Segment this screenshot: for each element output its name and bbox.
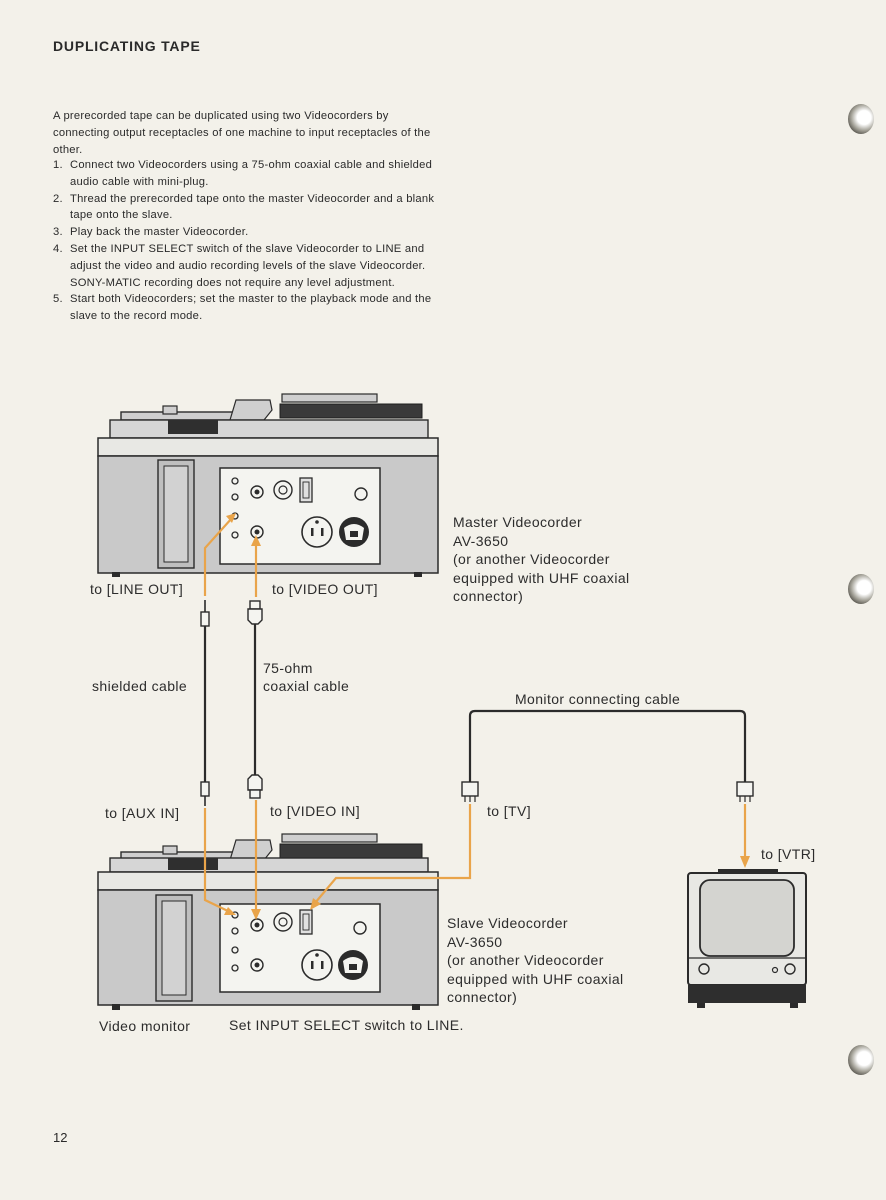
page-title: DUPLICATING TAPE — [53, 38, 201, 54]
step-number: 3. — [53, 226, 63, 239]
shielded-audio-cable — [200, 600, 210, 806]
step-text: Play back the master Videocorder. — [70, 226, 249, 239]
master-line: AV-3650 — [453, 532, 509, 549]
binder-hole-icon — [848, 104, 874, 134]
master-videocorder — [97, 393, 439, 577]
connection-arrows — [203, 513, 750, 920]
steps-list: 1. Connect two Videocorders using a 75-oh… — [53, 157, 448, 325]
label-aux-in: to [AUX IN] — [105, 805, 180, 821]
slave-videocorder — [97, 833, 439, 1010]
page-number: 12 — [53, 1130, 68, 1145]
step-item: 3. Play back the master Videocorder. — [53, 224, 448, 241]
step-text: Set the INPUT SELECT switch of the slave… — [70, 242, 426, 289]
step-item: 5. Start both Videocorders; set the maste… — [53, 291, 448, 325]
master-line: Master Videocorder — [453, 514, 583, 530]
slave-description: Slave Videocorder AV-3650 (or another Vi… — [447, 914, 624, 1007]
slave-line: Slave Videocorder — [447, 915, 568, 931]
step-text: Thread the prerecorded tape onto the mas… — [70, 192, 435, 222]
step-text: Connect two Videocorders using a 75-ohm … — [70, 159, 433, 188]
binder-hole-icon — [848, 1045, 874, 1075]
monitor-connecting-cable — [461, 709, 754, 802]
coaxial-cable — [247, 600, 263, 799]
step-item: 1. Connect two Videocorders using a 75-oh… — [53, 157, 448, 191]
slave-line: (or another Videocorder — [447, 952, 604, 968]
step-number: 5. — [53, 293, 63, 306]
step-number: 4. — [53, 242, 63, 255]
step-item: 2. Thread the prerecorded tape onto the m… — [53, 191, 448, 225]
label-video-in: to [VIDEO IN] — [270, 803, 360, 819]
slave-line: equipped with UHF coaxial — [447, 970, 624, 987]
step-item: 4. Set the INPUT SELECT switch of the sla… — [53, 241, 448, 291]
label-video-out: to [VIDEO OUT] — [272, 581, 378, 597]
slave-line: connector) — [447, 989, 518, 1005]
label-coax-line1: 75-ohm — [263, 660, 313, 676]
label-video-monitor: Video monitor — [99, 1018, 191, 1034]
step-number: 1. — [53, 159, 63, 171]
video-monitor — [687, 869, 807, 1008]
master-description: Master Videocorder AV-3650 (or another V… — [453, 513, 630, 606]
label-coax-line2: coaxial cable — [263, 678, 350, 694]
label-line-out: to [LINE OUT] — [90, 581, 184, 597]
label-monitor-cable: Monitor connecting cable — [515, 691, 681, 707]
step-text: Start both Videocorders; set the master … — [70, 293, 432, 323]
label-input-select: Set INPUT SELECT switch to LINE. — [229, 1017, 464, 1033]
step-number: 2. — [53, 192, 63, 205]
binder-hole-icon — [848, 574, 874, 604]
label-shielded-cable: shielded cable — [92, 678, 188, 694]
master-line: equipped with UHF coaxial — [453, 569, 630, 586]
label-vtr: to [VTR] — [761, 846, 816, 862]
intro-paragraph: A prerecorded tape can be duplicated usi… — [53, 110, 431, 156]
slave-line: AV-3650 — [447, 933, 503, 950]
label-tv: to [TV] — [487, 803, 532, 819]
master-line: connector) — [453, 588, 524, 604]
master-line: (or another Videocorder — [453, 551, 610, 567]
